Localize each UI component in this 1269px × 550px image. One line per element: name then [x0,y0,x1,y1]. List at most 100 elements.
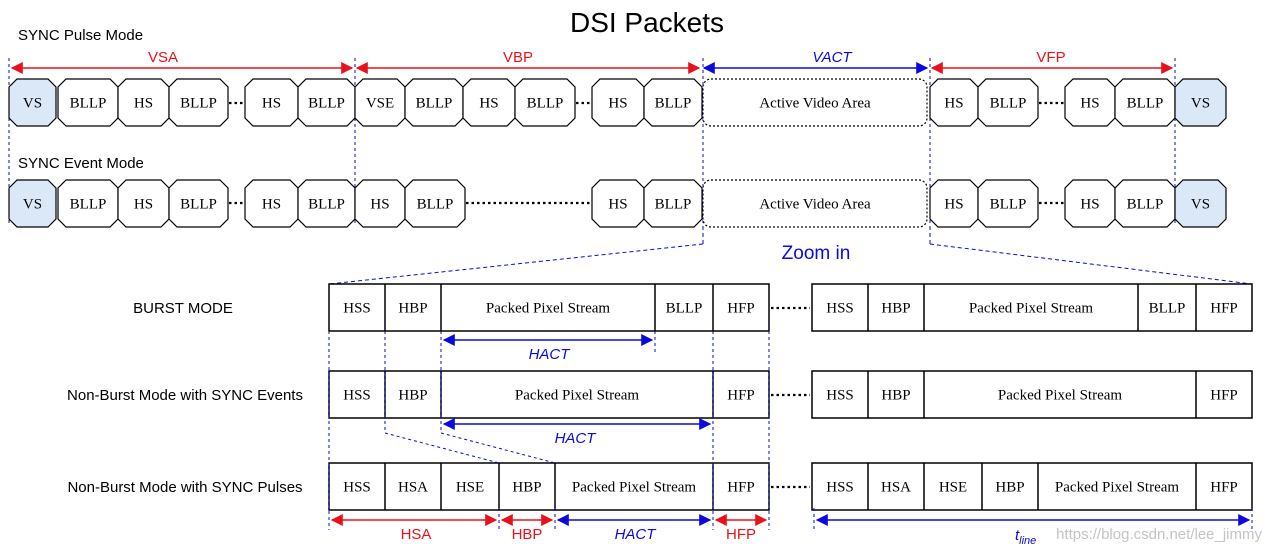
packet-label: BLLP [308,96,345,112]
segment-hse: HSE [939,480,967,496]
segment-hbp: HBP [512,480,541,496]
packet-bllp: BLLP [1114,179,1176,228]
vact-label: VACT [812,49,853,66]
packet-hs: HS [354,179,406,228]
packet-label: VS [23,197,42,213]
packet-label: HS [1080,197,1099,213]
packet-box [1174,78,1227,127]
packet-vs: VS [8,78,57,127]
packet-label: HS [479,96,498,112]
hact-label-burst: HACT [529,346,572,363]
zoom-lines [328,226,1253,285]
segment-bllp: BLLP [1149,301,1186,317]
row-frame [328,283,770,332]
packet-box [977,179,1039,228]
active-video-area-box [702,78,928,127]
packet-box [514,78,576,127]
packet-label: HS [1080,96,1099,112]
segment-hbp: HBP [398,301,427,317]
packet-box [1064,179,1116,228]
packet-box [8,179,57,228]
packet-vs: VS [8,179,57,228]
packet-box [57,78,119,127]
packet-label: HS [134,96,153,112]
segment-hsa: HSA [881,480,911,496]
packet-box [929,179,979,228]
line-timing-rows: HSS HBP Packed Pixel Stream BLLP HFP HSS HBP Pa… [328,283,1253,511]
packet-box [404,78,464,127]
tline-main: t [1015,527,1020,544]
vfp-label: VFP [1036,49,1065,66]
row-frame [811,370,1253,419]
packet-box [404,179,466,228]
segment-hss: HSS [343,301,371,317]
nb-sync-pulses-label: Non-Burst Mode with SYNC Pulses [67,479,302,496]
segment-packed-pixel-stream: Packed Pixel Stream [572,480,696,496]
packet-hs: HS [462,78,516,127]
segment-hbp: HBP [398,388,427,404]
hfp-label: HFP [726,526,756,543]
diagram-title: DSI Packets [570,7,724,38]
packet-bllp: BLLP [977,179,1039,228]
packet-hs: HS [929,179,979,228]
packet-box [929,78,979,127]
packet-box [1064,78,1116,127]
packet-label: Active Video Area [759,96,871,112]
segment-packed-pixel-stream: Packed Pixel Stream [515,388,639,404]
segment-hfp: HFP [727,301,755,317]
packet-vs: VS [1174,179,1227,228]
zoom-in-label: Zoom in [782,243,851,264]
packet-hs: HS [591,78,645,127]
packet-label: BLLP [1127,96,1164,112]
packet-label: BLLP [180,197,217,213]
watermark: https://blog.csdn.net/lee_jimmy [1056,526,1262,543]
packet-box [168,78,229,127]
packet-hs: HS [1064,179,1116,228]
packet-label: BLLP [655,96,692,112]
packet-hs: HS [244,78,299,127]
segment-hbp: HBP [995,480,1024,496]
packet-box [354,78,406,127]
packet-hs: HS [117,78,170,127]
packet-vs: VS [1174,78,1227,127]
packet-box [591,78,645,127]
packet-label: BLLP [990,96,1027,112]
packet-box [297,78,356,127]
packet-box [591,179,645,228]
packet-active-video-area: Active Video Area [702,78,928,127]
sync-pulse-mode-label: SYNC Pulse Mode [18,27,143,44]
packet-hs: HS [591,179,645,228]
packet-box [8,78,57,127]
packet-box [117,78,170,127]
segment-hbp: HBP [881,388,910,404]
packet-bllp: BLLP [168,78,229,127]
segment-hfp: HFP [1210,480,1238,496]
packet-label: HS [262,197,281,213]
segment-hfp: HFP [1210,301,1238,317]
packet-box [1114,78,1176,127]
packet-box [1174,179,1227,228]
burst-mode-label: BURST MODE [133,300,233,317]
hbp-label: HBP [512,526,543,543]
row-frame [811,283,1253,332]
row-frame [328,370,770,419]
segment-hfp: HFP [1210,388,1238,404]
packet-box [462,78,516,127]
packet-label: BLLP [180,96,217,112]
packet-hs: HS [1064,78,1116,127]
segment-hss: HSS [343,388,371,404]
packet-box [1114,179,1176,228]
packet-hs: HS [244,179,299,228]
packet-label: BLLP [70,96,107,112]
nb-sync-events-label: Non-Burst Mode with SYNC Events [67,387,303,404]
packet-box [117,179,170,228]
packet-box [57,179,119,228]
tline-label: tline [1015,527,1036,547]
packet-active-video-area: Active Video Area [702,179,928,228]
